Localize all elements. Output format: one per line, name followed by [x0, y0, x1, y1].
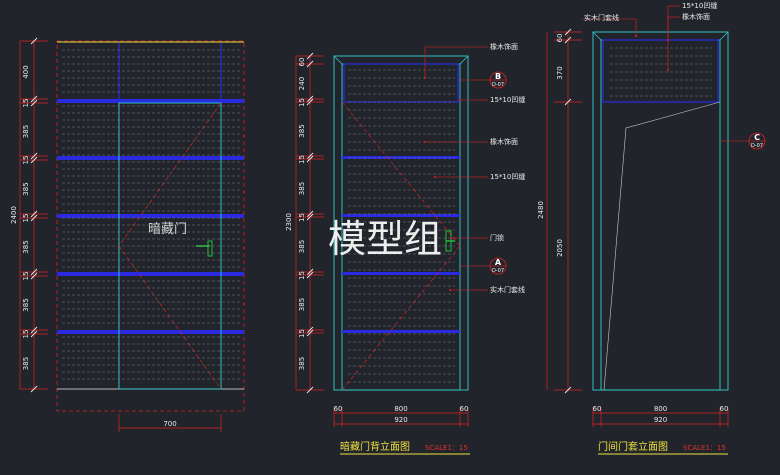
section-tag-c: C D-07 — [720, 132, 766, 150]
transom-panel — [602, 39, 719, 103]
frame-outer-3 — [592, 31, 729, 391]
dim-label: 15 — [22, 330, 30, 339]
svg-text:D-07: D-07 — [492, 268, 504, 274]
dim-label: 370 — [556, 66, 564, 79]
dim-label: 15 — [22, 214, 30, 223]
door-lock-icon — [445, 230, 455, 252]
dim-label: 15 — [298, 155, 306, 164]
total-height-2: 2300 — [285, 213, 293, 231]
dim-label: 385 — [298, 240, 306, 253]
section-tag-a: A D-07 — [460, 257, 507, 275]
elevation-2: 60 240 15 385 15 385 15 385 15 385 15 385 2300 60 80… — [285, 42, 525, 455]
svg-text:A: A — [495, 258, 502, 267]
dim-label: 60 — [556, 34, 564, 43]
door-label: 暗藏门 — [148, 222, 187, 237]
dim-label: 385 — [298, 298, 306, 311]
grooves-1 — [57, 99, 244, 334]
bottom-dim-label: 60 — [334, 405, 343, 413]
bottom-dim-label: 800 — [394, 405, 407, 413]
svg-text:B: B — [495, 72, 501, 81]
dim-label: 15 — [22, 272, 30, 281]
bottom-dim-label: 60 — [593, 405, 602, 413]
svg-text:C: C — [754, 133, 760, 142]
annotation-label: 实木门套线 — [490, 285, 525, 294]
total-height-3: 2480 — [537, 201, 545, 219]
dim-label: 15 — [22, 99, 30, 108]
drawing-scale-3: SCALE1：15 — [683, 444, 726, 452]
dim-label: 15 — [298, 98, 306, 107]
annotation-label: 15*10凹缝 — [490, 172, 525, 181]
top-panel — [343, 63, 459, 103]
section-tag-b: B D-07 — [460, 71, 507, 89]
dim-label: 385 — [298, 357, 306, 370]
outer-frame — [56, 40, 245, 412]
grooves-2 — [342, 156, 460, 333]
dim-label: 385 — [22, 298, 30, 311]
annotation-label: 15*10凹缝 — [682, 1, 717, 10]
svg-text:D-07: D-07 — [492, 82, 504, 88]
annotation-label: 橡木饰面 — [490, 42, 518, 51]
bottom-total: 920 — [654, 416, 667, 424]
bottom-dims-3: 60 800 60 920 — [593, 405, 729, 427]
door-handle-icon — [196, 240, 213, 257]
dim-label: 385 — [22, 125, 30, 138]
bottom-dim-label: 60 — [460, 405, 469, 413]
bottom-dim-1: 700 — [163, 420, 176, 428]
dim-label: 15 — [22, 156, 30, 165]
dim-label: 385 — [22, 357, 30, 370]
annotation-label: 橡木饰面 — [682, 12, 710, 21]
dim-label: 240 — [298, 77, 306, 90]
bottom-total: 920 — [394, 416, 407, 424]
dim-label: 2050 — [556, 239, 564, 257]
dim-label: 15 — [298, 329, 306, 338]
svg-text:D-07: D-07 — [751, 143, 763, 149]
drawing-title-3: 门间门套立面图 — [598, 440, 668, 453]
dim-label: 15 — [298, 213, 306, 222]
bottom-dims-2: 60 800 60 920 — [334, 405, 469, 427]
annotation-label: 橡木饰面 — [490, 137, 518, 146]
elevation-3: 60 370 2050 2480 60 800 60 920 实木门套线 15*10凹缝橡木… — [537, 1, 766, 455]
dim-label: 385 — [22, 182, 30, 195]
elevation-1: 暗藏门 400 15 385 15 385 15 385 15 385 15 385 2400 70… — [10, 37, 245, 432]
total-height-1: 2400 — [10, 206, 18, 224]
annotation-label: 15*10凹缝 — [490, 95, 525, 104]
drawing-title-2: 暗藏门背立面图 — [340, 440, 410, 453]
dim-label: 385 — [298, 124, 306, 137]
dimension-chain-3: 60 370 2050 — [554, 28, 582, 394]
annotation-label: 实木门套线 — [584, 13, 619, 22]
dim-label: 60 — [298, 58, 306, 67]
dim-label: 15 — [298, 271, 306, 280]
dimension-chain-2: 60 240 15 385 15 385 15 385 15 385 15 385 — [296, 52, 324, 394]
watermark: 模型组 — [328, 217, 442, 261]
dim-label: 385 — [22, 240, 30, 253]
dim-label: 385 — [298, 182, 306, 195]
bottom-dim-label: 60 — [720, 405, 729, 413]
dimension-chain-1: 400 15 385 15 385 15 385 15 385 15 385 — [20, 37, 48, 393]
drawing-scale-2: SCALE1：15 — [425, 444, 468, 452]
annotation-label: 门锁 — [490, 233, 504, 242]
dim-label: 400 — [22, 65, 30, 78]
bottom-dim-label: 800 — [654, 405, 667, 413]
